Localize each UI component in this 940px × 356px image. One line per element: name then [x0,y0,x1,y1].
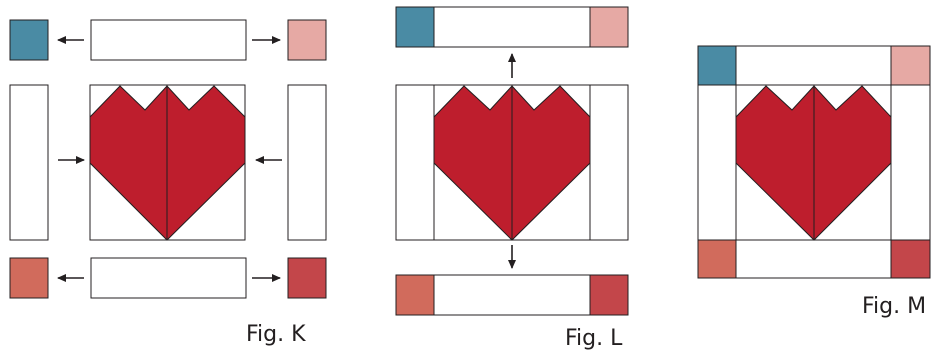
heart-block [89,84,246,241]
fig-m [697,45,931,279]
caption-fig-k: Fig. K [246,322,306,347]
corner-square-brick [890,239,931,279]
bottom-border-unit [395,274,629,316]
caption-fig-l: Fig. L [565,326,623,351]
corner-square-teal [9,19,49,61]
corner-square-pink [890,45,931,86]
corner-square-pink [589,6,629,48]
corner-square-brick [589,274,629,316]
caption-fig-m: Fig. M [862,294,927,319]
right-border-strip [287,84,327,241]
heart-block-with-side-strips [395,84,629,241]
top-border-strip [90,19,247,61]
left-border-strip [9,84,49,241]
corner-square-coral [697,239,737,279]
corner-square-teal [697,45,737,86]
corner-square-teal [395,6,435,48]
corner-square-pink [287,19,327,61]
top-border-unit [395,6,629,48]
corner-square-coral [9,257,49,299]
fig-l [395,6,629,316]
corner-square-brick [287,257,327,299]
fig-k [9,19,327,299]
top-border-strip [395,6,629,48]
bottom-border-strip [90,257,247,299]
bottom-border-strip [395,274,629,316]
corner-square-coral [395,274,435,316]
